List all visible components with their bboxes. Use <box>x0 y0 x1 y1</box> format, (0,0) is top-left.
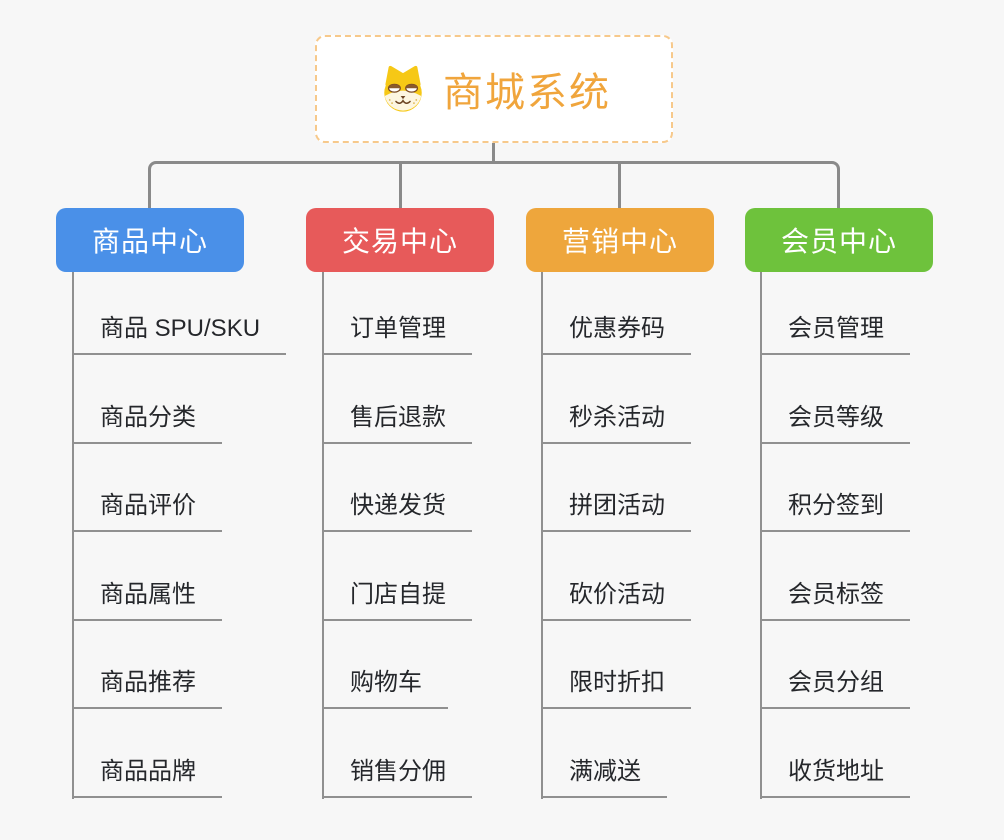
leaf-node[interactable]: 秒杀活动 <box>541 402 691 444</box>
dog-icon <box>384 65 422 112</box>
leaf-node[interactable]: 购物车 <box>322 667 448 709</box>
leaf-node[interactable]: 满减送 <box>541 756 667 798</box>
branch-node-trade-center[interactable]: 交易中心 <box>306 208 494 272</box>
leaf-node[interactable]: 销售分佣 <box>322 756 472 798</box>
leaf-node[interactable]: 拼团活动 <box>541 490 691 532</box>
leaf-node[interactable]: 售后退款 <box>322 402 472 444</box>
leaf-node[interactable]: 商品 SPU/SKU <box>72 313 287 355</box>
leaf-node[interactable]: 收货地址 <box>760 756 910 798</box>
leaf-node[interactable]: 快递发货 <box>322 490 472 532</box>
leaf-node[interactable]: 会员标签 <box>760 579 910 621</box>
branch-node-member-center[interactable]: 会员中心 <box>745 208 933 272</box>
branch-node-marketing-center[interactable]: 营销中心 <box>526 208 714 272</box>
branch-label: 商品中心 <box>91 226 208 257</box>
leaf-node[interactable]: 限时折扣 <box>541 667 691 709</box>
leaf-node[interactable]: 门店自提 <box>322 579 472 621</box>
root-node-label: 商城系统 <box>443 71 611 115</box>
leaf-node[interactable]: 商品分类 <box>72 402 222 444</box>
leaf-node[interactable]: 订单管理 <box>322 313 472 355</box>
root-node[interactable]: 商城系统 <box>315 35 673 143</box>
branch-trunk-product <box>72 272 74 799</box>
leaf-node[interactable]: 优惠券码 <box>541 313 691 355</box>
connector-bus <box>148 161 840 208</box>
leaf-node[interactable]: 会员等级 <box>760 402 910 444</box>
leaf-node[interactable]: 会员分组 <box>760 667 910 709</box>
connector-drop-marketing <box>618 163 621 208</box>
branch-trunk-member <box>760 272 762 799</box>
leaf-node[interactable]: 商品评价 <box>72 490 222 532</box>
branch-trunk-trade <box>322 272 324 799</box>
leaf-node[interactable]: 商品品牌 <box>72 756 222 798</box>
branch-label: 营销中心 <box>561 226 678 257</box>
branch-label: 交易中心 <box>341 226 458 257</box>
leaf-node[interactable]: 砍价活动 <box>541 579 691 621</box>
connector-root-stub <box>492 143 495 164</box>
branch-label: 会员中心 <box>780 226 897 257</box>
leaf-node[interactable]: 商品推荐 <box>72 667 222 709</box>
leaf-node[interactable]: 商品属性 <box>72 579 222 621</box>
branch-trunk-marketing <box>541 272 543 799</box>
connector-drop-trade <box>399 163 402 208</box>
leaf-node[interactable]: 会员管理 <box>760 313 910 355</box>
leaf-node[interactable]: 积分签到 <box>760 490 910 532</box>
branch-node-product-center[interactable]: 商品中心 <box>56 208 244 272</box>
